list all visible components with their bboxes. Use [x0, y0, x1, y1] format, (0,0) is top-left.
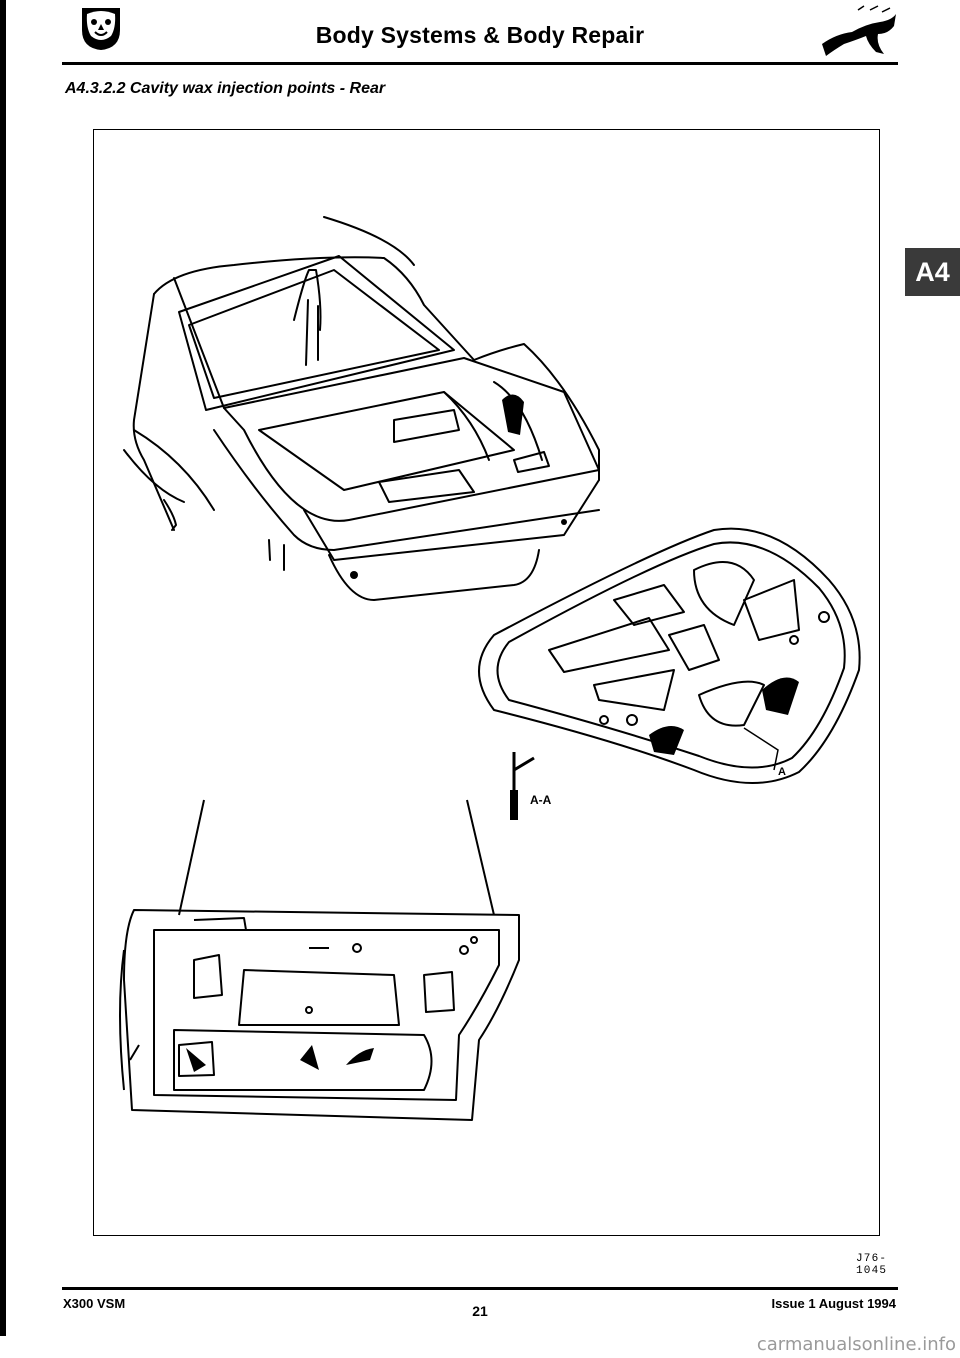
watermark: carmanualsonline.info	[756, 1334, 956, 1355]
figure-frame: A A A-A	[93, 129, 886, 1277]
cavity-wax-diagram: A A A-A	[119, 216, 861, 1121]
footer-issue-date: Issue 1 August 1994	[771, 1296, 896, 1311]
boot-lid-drawing	[478, 527, 861, 784]
section-marker-lower: A	[778, 766, 786, 778]
footer-manual-code: X300 VSM	[63, 1296, 126, 1311]
page-header-title: Body Systems & Body Repair	[315, 22, 645, 48]
injection-arrow-door-center	[300, 1045, 319, 1070]
injection-arrow-shell	[502, 394, 524, 435]
drain-hole-shell-2	[561, 519, 567, 525]
leaping-jaguar-icon	[822, 5, 896, 56]
injection-arrow-door-left	[186, 1048, 206, 1072]
page-number: 21	[472, 1303, 488, 1319]
section-marker-upper: A	[766, 701, 774, 713]
section-a-a-label: A-A	[530, 793, 552, 807]
figure-reference: J76-1045	[856, 1253, 888, 1277]
header-rule	[62, 62, 898, 65]
section-tab[interactable]: A4	[905, 248, 960, 296]
injection-arrow-lid-left	[649, 726, 684, 755]
rear-door-drawing	[119, 799, 520, 1121]
drain-hole-shell	[350, 571, 358, 579]
rear-body-shell-drawing	[123, 216, 600, 601]
jaguar-head-icon	[82, 8, 120, 50]
injection-arrow-lid-right	[762, 677, 799, 715]
section-heading: A4.3.2.2 Cavity wax injection points - R…	[65, 80, 386, 97]
footer-rule	[62, 1287, 898, 1290]
section-tab-label: A4	[915, 256, 950, 287]
injection-arrow-door-right	[346, 1048, 374, 1065]
left-binding-rule	[0, 0, 6, 1336]
